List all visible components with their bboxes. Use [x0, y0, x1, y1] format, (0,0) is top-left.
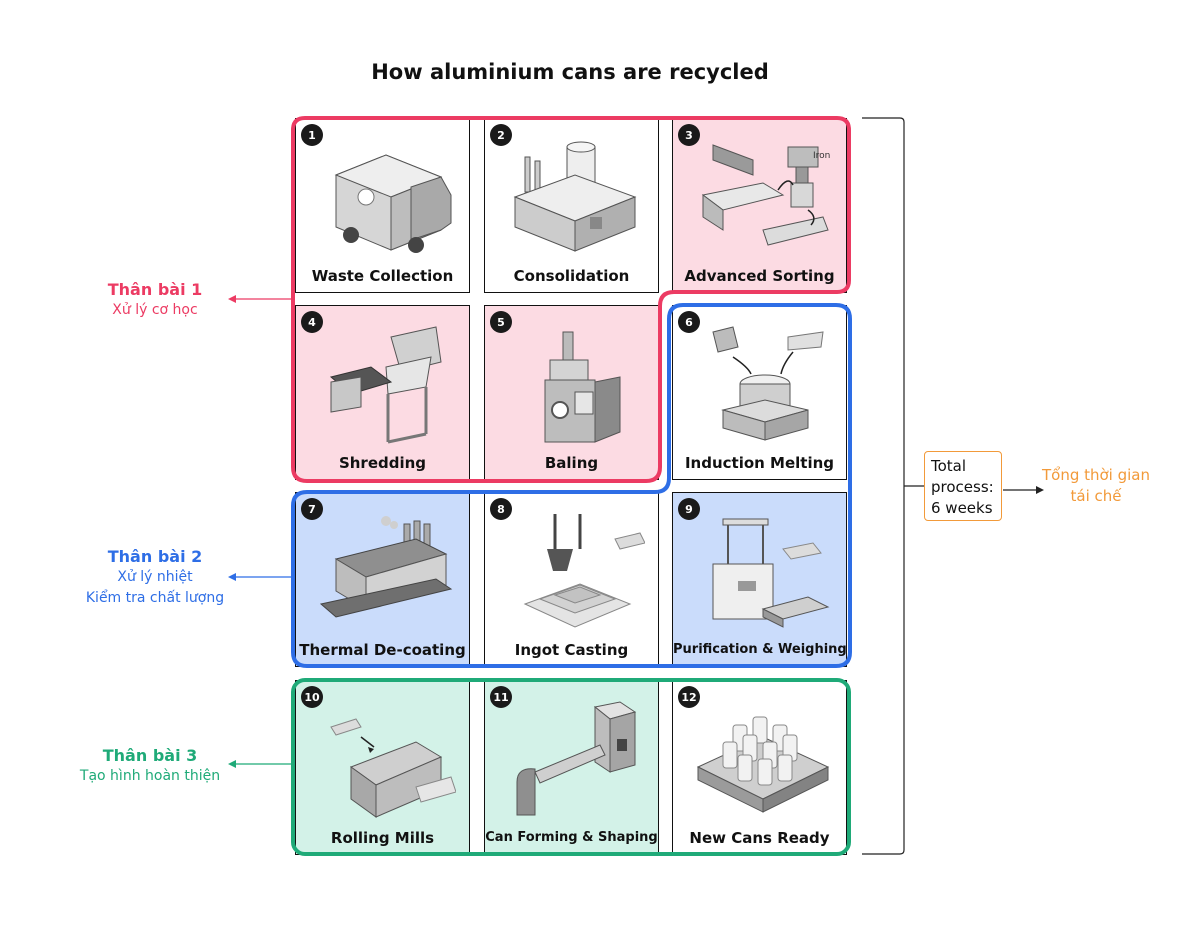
- cans-pallet-icon: [696, 716, 830, 813]
- total-duration-note: Tổng thời gian tái chế: [1026, 465, 1166, 507]
- step-card-baling: 5 Baling: [484, 305, 659, 480]
- section-label-stage1: Thân bài 1 Xử lý cơ học: [85, 279, 225, 321]
- step-number: 11: [490, 686, 512, 708]
- step-number: 12: [678, 686, 700, 708]
- garbage-truck-icon: [334, 154, 452, 253]
- total-line: Total: [931, 457, 967, 475]
- can-press-icon: [516, 701, 637, 816]
- total-note-line: tái chế: [1070, 487, 1122, 505]
- step-number: 3: [678, 124, 700, 146]
- step-card-thermal-decoating: 7 Thermal De-coating: [295, 492, 470, 667]
- step-number: 10: [301, 686, 323, 708]
- step-card-shredding: 4 Shredding: [295, 305, 470, 480]
- total-bracket: [862, 117, 905, 855]
- step-card-advanced-sorting: 3 Iron Advanced Sorting: [672, 118, 847, 293]
- baler-icon: [544, 331, 621, 443]
- step-card-waste-collection: 1 Waste Collection: [295, 118, 470, 293]
- step-label: Waste Collection: [311, 267, 454, 285]
- step-number: 6: [678, 311, 700, 333]
- rolling-mill-icon: [330, 718, 456, 818]
- section-line: Xử lý cơ học: [112, 302, 198, 318]
- step-card-new-cans-ready: 12 New Cans Ready: [672, 680, 847, 855]
- step-label: Ingot Casting: [514, 641, 629, 659]
- step-card-induction-melting: 6 Induction Melting: [672, 305, 847, 480]
- step-number: 4: [301, 311, 323, 333]
- step-label: Rolling Mills: [330, 829, 435, 847]
- step-card-purification-weighing: 9 Purification & Weighing: [672, 492, 847, 667]
- step-label: Purification & Weighing: [673, 642, 847, 657]
- step-label: Shredding: [338, 454, 427, 472]
- step-label: Consolidation: [513, 267, 630, 285]
- iron-annotation: Iron: [813, 151, 831, 161]
- sorting-machine-icon: [701, 144, 829, 246]
- step-number: 7: [301, 498, 323, 520]
- section-line: Xử lý nhiệt: [117, 569, 193, 585]
- group-outline-stage3: [291, 678, 851, 856]
- total-line: process:: [931, 478, 994, 496]
- step-number: 2: [490, 124, 512, 146]
- diagram-title: How aluminium cans are recycled: [371, 60, 769, 84]
- section-label-stage2: Thân bài 2 Xử lý nhiệt Kiểm tra chất lượ…: [70, 546, 240, 609]
- step-label: New Cans Ready: [689, 829, 830, 847]
- step-label: Baling: [544, 454, 599, 472]
- section-line: Kiểm tra chất lượng: [85, 590, 225, 606]
- section-heading: Thân bài 1: [107, 280, 203, 299]
- section-heading: Thân bài 3: [102, 746, 198, 765]
- total-process-box: Total process: 6 weeks: [924, 451, 1002, 521]
- step-label: Can Forming & Shaping: [485, 830, 658, 845]
- factory-icon: [513, 141, 637, 252]
- step-label: Induction Melting: [684, 454, 835, 472]
- section-heading: Thân bài 2: [107, 547, 203, 566]
- group-outline-stage2: [291, 303, 852, 668]
- section-label-stage3: Thân bài 3 Tạo hình hoàn thiện: [70, 745, 230, 787]
- step-number: 9: [678, 498, 700, 520]
- section-line: Tạo hình hoàn thiện: [79, 768, 221, 784]
- step-label: Thermal De-coating: [299, 641, 466, 659]
- step-card-consolidation: 2 Consolidation: [484, 118, 659, 293]
- total-note-line: Tổng thời gian: [1041, 466, 1151, 484]
- step-card-ingot-casting: 8 Ingot Casting: [484, 492, 659, 667]
- shredder-icon: [329, 326, 442, 444]
- scale-icon: [712, 518, 830, 628]
- furnace-icon: [712, 326, 824, 441]
- group-outline-stage1: [291, 116, 851, 483]
- step-number: 5: [490, 311, 512, 333]
- step-label: Advanced Sorting: [684, 267, 835, 285]
- step-number: 1: [301, 124, 323, 146]
- total-line: 6 weeks: [931, 499, 993, 517]
- step-number: 8: [490, 498, 512, 520]
- decoating-kiln-icon: [319, 516, 453, 618]
- ingot-mold-icon: [523, 514, 645, 628]
